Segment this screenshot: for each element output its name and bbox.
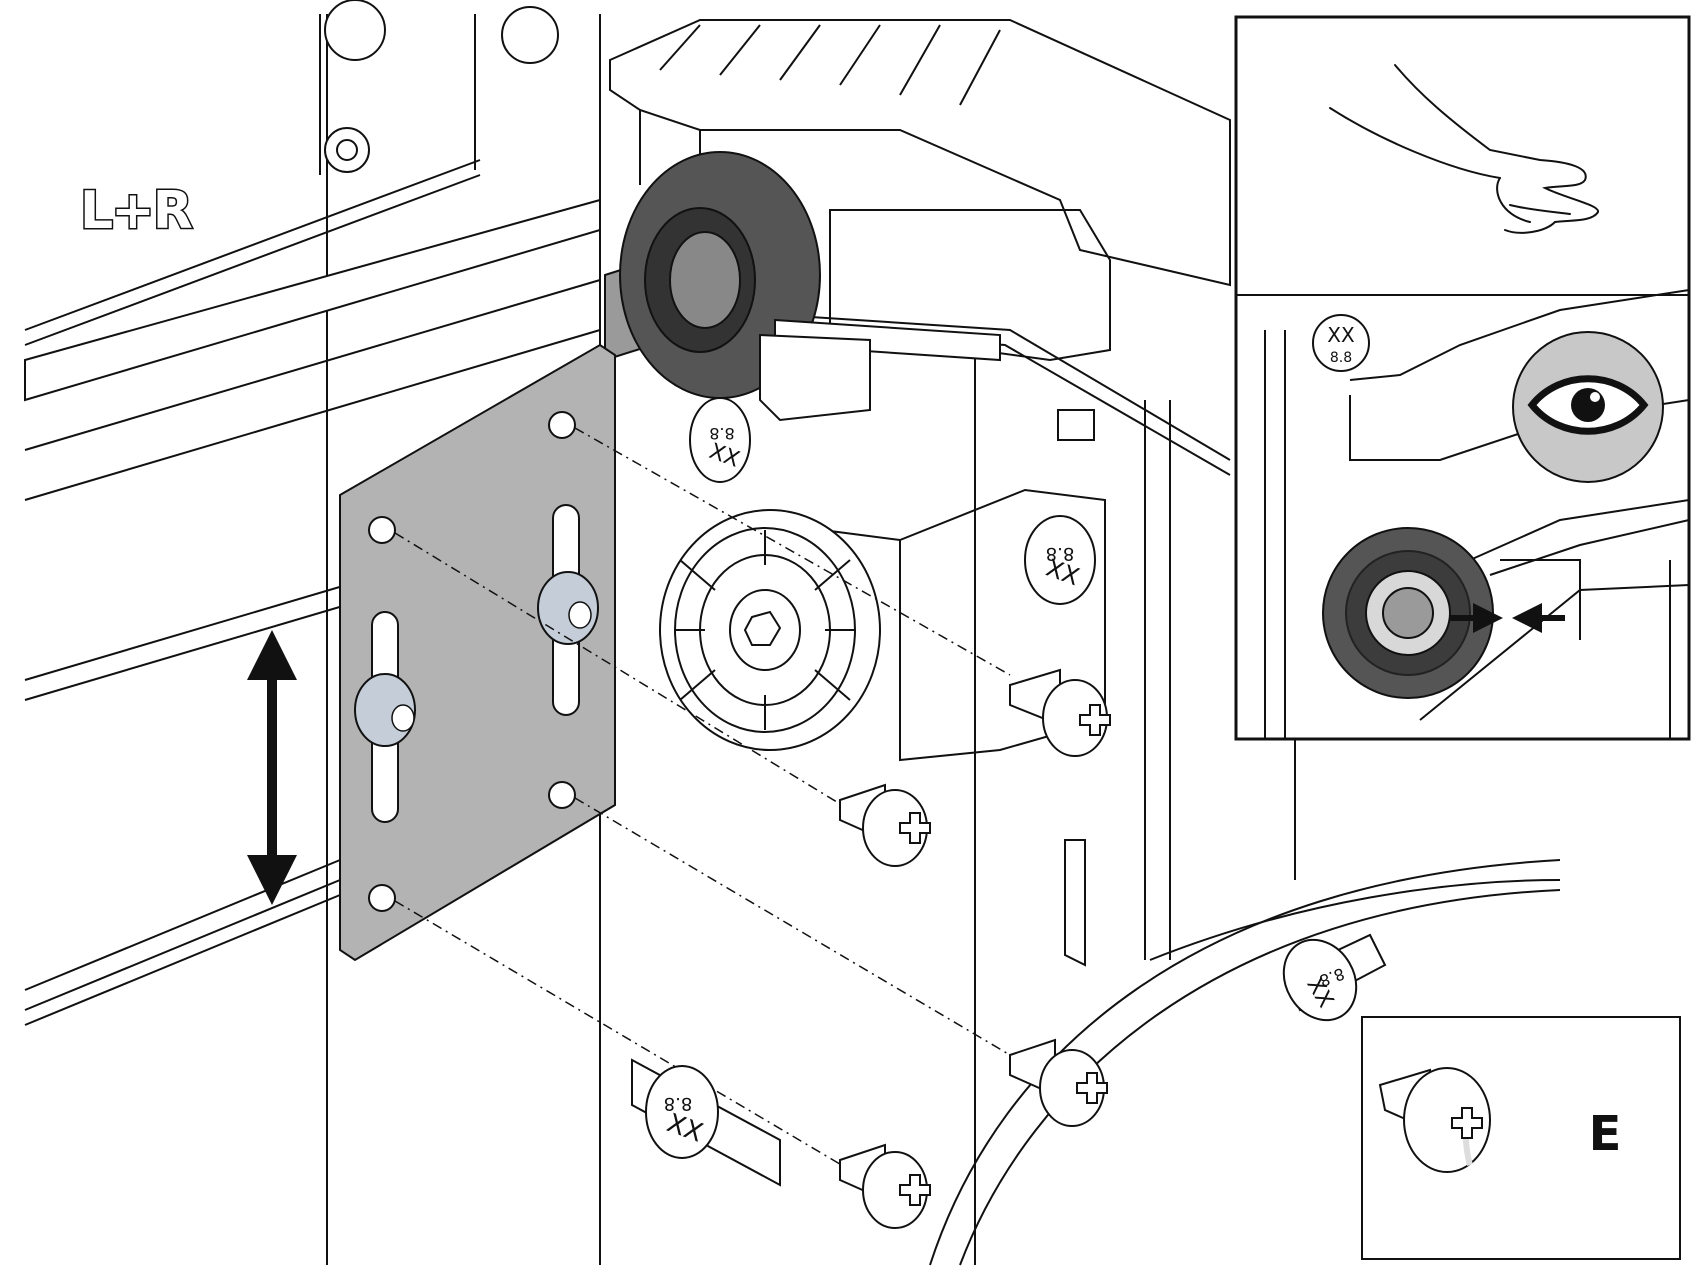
svg-text:XX: XX — [1327, 323, 1355, 347]
bolt-mark-wheel: 8.8 XX — [1282, 933, 1387, 1022]
fastener-detail-panel: E — [1361, 1016, 1681, 1260]
screws — [839, 668, 1111, 1229]
eye-icon — [1512, 331, 1664, 483]
svg-text:8.8: 8.8 — [664, 1093, 693, 1114]
svg-text:8.8: 8.8 — [1330, 350, 1352, 366]
axle-roller — [604, 151, 1001, 422]
frame-structure — [24, 0, 1561, 1266]
mounting-plate — [339, 343, 616, 962]
bolt-mark-top: 8.8 XX — [689, 397, 751, 483]
inset-roller — [1322, 527, 1494, 699]
pulley-wheel — [659, 509, 881, 751]
screw-1 — [1009, 668, 1111, 757]
alignment-lines — [394, 427, 1011, 1171]
screw-3 — [1009, 1038, 1108, 1127]
bolt-mark-lower: 8.8 XX — [645, 1065, 719, 1159]
hand-icon — [1329, 64, 1599, 234]
bolt-mark-inset: XX 8.8 — [1312, 314, 1370, 372]
side-label: L+R — [80, 181, 192, 241]
screw-2 — [839, 783, 931, 867]
screw-4 — [839, 1143, 931, 1229]
bolt-mark-bracket: 8.8 XX — [1024, 515, 1096, 605]
svg-text:8.8: 8.8 — [1046, 543, 1075, 564]
svg-text:8.8: 8.8 — [709, 424, 734, 443]
fastener-label: E — [1589, 1106, 1622, 1162]
inset-detail-panel: XX 8.8 — [1234, 15, 1691, 741]
